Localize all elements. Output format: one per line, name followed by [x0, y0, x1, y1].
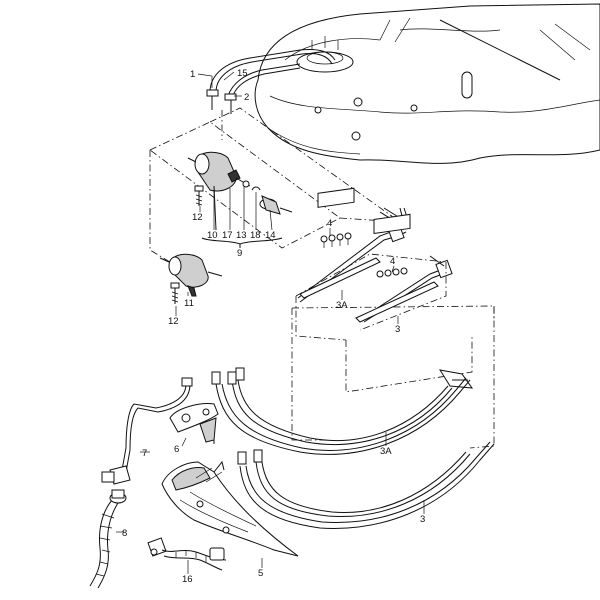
callout-11: 11 [184, 298, 194, 309]
callout-3A-upper: 3A [336, 300, 348, 311]
line-strip-3-short [355, 281, 439, 323]
callout-12-upper: 12 [192, 212, 203, 223]
line-strip-3A-short [299, 257, 381, 299]
callout-15: 15 [237, 68, 248, 79]
cover-5 [161, 460, 299, 557]
callout-5: 5 [258, 568, 263, 579]
screw-lower [170, 282, 180, 304]
callout-2: 2 [244, 92, 249, 103]
long-strip-right [438, 369, 474, 389]
callout-8: 8 [122, 528, 127, 539]
screw-upper [194, 185, 204, 206]
middle-dash-frame [291, 262, 495, 449]
callout-10: 10 [207, 230, 218, 241]
callout-3-upper: 3 [395, 324, 400, 335]
callout-7: 7 [142, 448, 147, 459]
callout-3-lower: 3 [420, 514, 425, 525]
fuel-filter-lower [159, 253, 223, 297]
long-fuel-line-3A [211, 367, 471, 455]
long-fuel-line-3 [237, 441, 495, 529]
fuel-filter-upper [187, 151, 293, 231]
callout-9: 9 [237, 248, 242, 259]
leader-lines [116, 71, 425, 574]
callout-4-lower: 4 [390, 256, 395, 267]
callout-1: 1 [190, 69, 195, 80]
callout-4-upper: 4 [327, 218, 332, 229]
callout-labels: 1 15 2 12 10 17 13 18 14 9 11 12 4 3A 4 … [122, 68, 425, 585]
bracket-6 [169, 403, 219, 444]
tank-fuel-lines [206, 49, 336, 140]
callout-17: 17 [222, 230, 233, 241]
holder-clip-4b [373, 213, 411, 278]
callout-6: 6 [174, 444, 179, 455]
wiring-16 [147, 537, 227, 571]
callout-bracket-9 [201, 237, 283, 248]
pressure-line-7 [101, 377, 193, 485]
callout-18: 18 [250, 230, 261, 241]
callout-13: 13 [236, 230, 247, 241]
holder-clip-4a [317, 187, 355, 248]
fuel-tank [254, 3, 600, 164]
callout-16: 16 [182, 574, 193, 585]
callout-3A-lower: 3A [380, 446, 392, 457]
hose-8 [89, 489, 127, 589]
callout-14: 14 [265, 230, 276, 241]
callout-12-lower: 12 [168, 316, 179, 327]
